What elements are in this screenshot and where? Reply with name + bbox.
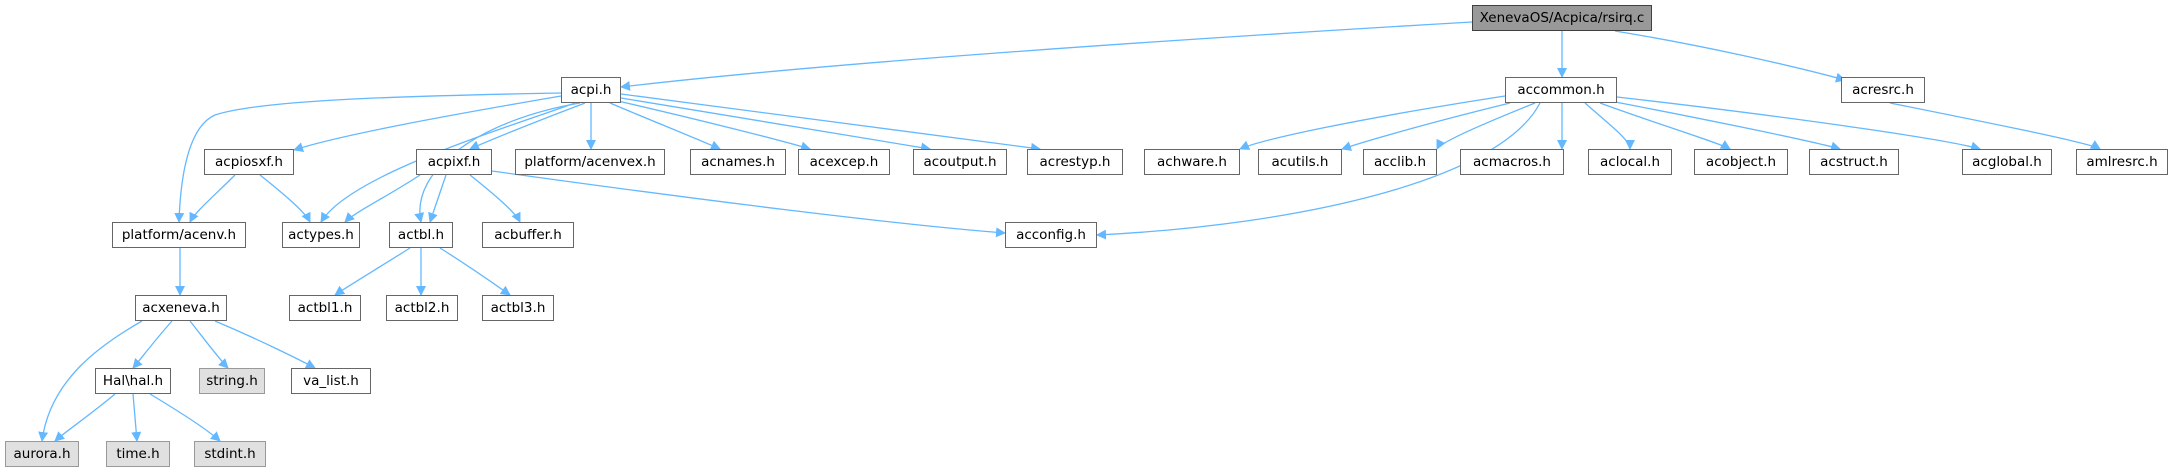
node-amlresrc-h[interactable]: amlresrc.h [2076,149,2168,175]
node-acutils-h[interactable]: acutils.h [1258,149,1342,175]
edge-acpixf-acbuffer [469,174,521,223]
edge-acpi-acoutput [620,97,931,153]
node-acconfig-h[interactable]: acconfig.h [1005,222,1097,248]
edge-acpixf-actypes [344,174,421,223]
node-achware-h[interactable]: achware.h [1144,149,1240,175]
edge-accommon-acglobal [1616,96,1981,152]
edge-acpiosxf-actypes [259,174,311,223]
node-acglobal-h[interactable]: acglobal.h [1962,149,2052,175]
edge-acxeneva-aurora [38,320,143,442]
edge-acpi-acnames [609,102,721,150]
node-aurora-h: aurora.h [5,441,79,467]
edge-acpixf-actbl [428,174,447,223]
edge-acpiosxf-platform-acenv [189,174,236,223]
node-actbl3-h[interactable]: actbl3.h [482,295,554,321]
edge-rsirq-acresrc [1614,30,1846,83]
node-aclocal-h[interactable]: aclocal.h [1588,149,1672,175]
node-actbl2-h[interactable]: actbl2.h [386,295,458,321]
edge-accommon-aclocal [1584,102,1635,150]
edge-actbl-actbl3 [439,247,511,296]
edge-hal-stdint [149,393,221,442]
edge-acpi-acpixf [469,102,586,150]
node-acxeneva-h[interactable]: acxeneva.h [135,295,227,321]
edge-hal-aurora [54,393,116,442]
node-acobject-h[interactable]: acobject.h [1694,149,1788,175]
node-acclib-h[interactable]: acclib.h [1363,149,1437,175]
node-acmacros-h[interactable]: acmacros.h [1460,149,1564,175]
edge-acresrc-amlresrc [1889,102,2101,150]
edge-acpixf-acconfig [491,170,1006,238]
node-stdint-h: stdint.h [194,441,266,467]
node-accommon-h[interactable]: accommon.h [1505,77,1617,103]
node-acstruct-h[interactable]: acstruct.h [1809,149,1899,175]
edge-accommon-acconfig [1096,102,1541,240]
node-platform-acenvex-h[interactable]: platform/acenvex.h [515,149,665,175]
edge-acpi-acpiosxf [293,95,562,152]
node-rsirq-c: XenevaOS/Acpica/rsirq.c [1472,5,1652,31]
node-va-list-h[interactable]: va_list.h [291,368,371,394]
node-hal-hal-h[interactable]: Hal\hal.h [95,368,171,394]
edge-acpi-acrestyp [620,93,1041,153]
edge-accommon-acobject [1599,102,1731,150]
edge-accommon-acstruct [1609,100,1841,152]
edge-acpi-acexcep [617,100,811,152]
node-string-h: string.h [199,368,265,394]
node-acrestyp-h[interactable]: acrestyp.h [1027,149,1123,175]
edge-accommon-acclib [1436,102,1536,150]
node-time-h: time.h [106,441,170,467]
node-acresrc-h[interactable]: acresrc.h [1841,77,1925,103]
node-acexcep-h[interactable]: acexcep.h [798,149,890,175]
node-acnames-h[interactable]: acnames.h [690,149,786,175]
node-actypes-h[interactable]: actypes.h [282,222,360,248]
edge-acxeneva-string [189,320,229,369]
node-acpixf-h[interactable]: acpixf.h [416,149,492,175]
edge-rsirq-acpi [620,21,1473,91]
edge-actbl-actbl1 [334,247,411,296]
edge-acpi-platform-acenv [174,92,562,223]
node-acpiosxf-h[interactable]: acpiosxf.h [204,149,294,175]
node-acbuffer-h[interactable]: acbuffer.h [482,222,574,248]
edge-accommon-achware [1239,95,1506,150]
edge-accommon-acutils [1341,102,1511,151]
node-actbl-h[interactable]: actbl.h [389,222,453,248]
node-acoutput-h[interactable]: acoutput.h [913,149,1007,175]
edge-acxeneva-hal [132,320,173,369]
node-actbl1-h[interactable]: actbl1.h [289,295,361,321]
edge-acxeneva-va-list [214,320,316,369]
node-acpi-h[interactable]: acpi.h [561,77,621,103]
edge-hal-time [131,393,142,442]
node-platform-acenv-h[interactable]: platform/acenv.h [112,222,246,248]
